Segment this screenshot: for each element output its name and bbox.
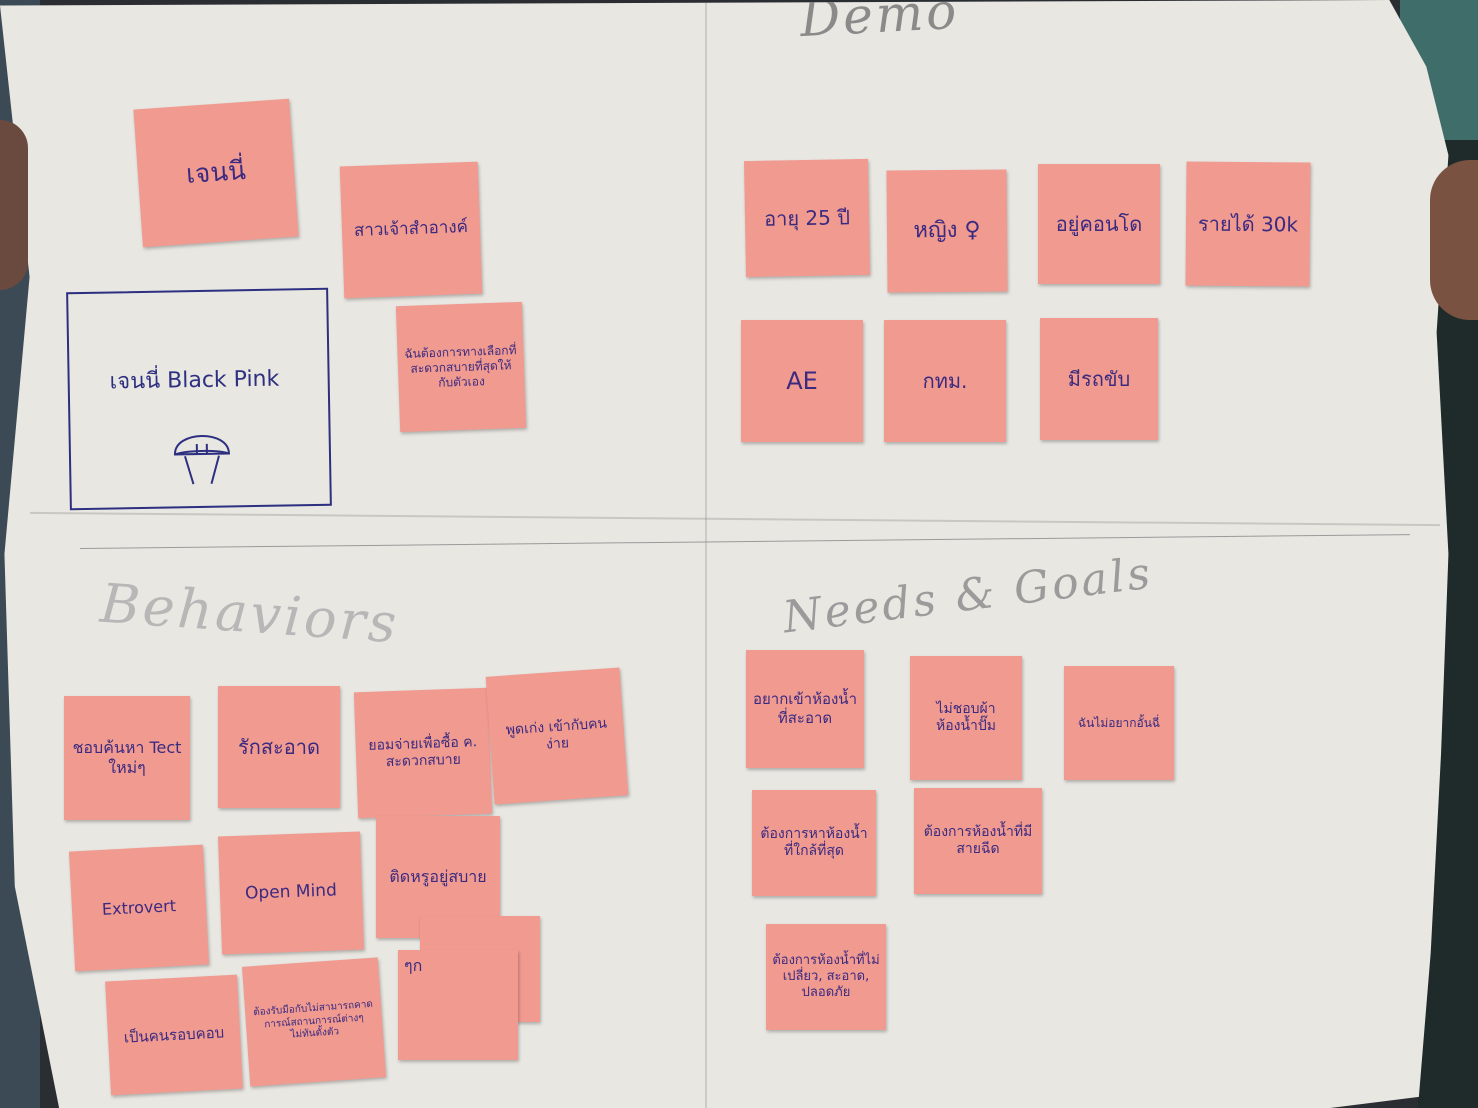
note-text: ฉันไม่อยากอั้นฉี่ bbox=[1077, 715, 1161, 730]
note-text: ฉันต้องการทางเลือกที่สะดวกสบายที่สุดให้ก… bbox=[404, 342, 517, 390]
hand-left bbox=[0, 120, 28, 290]
note-text: พูดเก่ง เข้ากับคนง่าย bbox=[505, 715, 608, 753]
sticky-note-behavior: Extrovert bbox=[68, 844, 210, 972]
paper-crease-horizontal bbox=[30, 511, 1440, 527]
sticky-note-behavior: Open Mind bbox=[217, 831, 365, 955]
note-text: ติดหรูอยู่สบาย bbox=[389, 867, 487, 886]
sticky-note-demo: หญิง ♀ bbox=[886, 169, 1008, 293]
sticky-note-behavior: รักสะอาด bbox=[218, 686, 340, 808]
sticky-note-behavior: เป็นคนรอบคอบ bbox=[105, 974, 243, 1096]
note-text: ยอมจ่ายเพื่อซื้อ ค. สะดวกสบาย bbox=[368, 733, 478, 771]
heading-demo: Demo bbox=[798, 0, 961, 49]
note-text: สาวเจ้าสำอางค์ bbox=[353, 217, 469, 242]
note-text: รักสะอาด bbox=[237, 734, 321, 759]
hand-right bbox=[1430, 160, 1478, 320]
note-text: มีรถขับ bbox=[1067, 366, 1131, 391]
paper-crease-vertical bbox=[705, 0, 707, 1108]
note-text: Extrovert bbox=[101, 896, 177, 919]
sticky-note-persona-name: เจนนี่ bbox=[133, 98, 299, 248]
heading-needs-goals: Needs & Goals bbox=[780, 547, 1156, 644]
note-text: อยู่คอนโด bbox=[1055, 211, 1143, 236]
sticky-note-behavior: พูดเก่ง เข้ากับคนง่าย bbox=[485, 667, 629, 805]
note-text: Open Mind bbox=[244, 880, 338, 904]
sticky-note-demo: มีรถขับ bbox=[1040, 318, 1158, 440]
sticky-note-behavior: ชอบค้นหา Tect ใหม่ๆ bbox=[64, 696, 190, 820]
note-text: อายุ 25 ปี bbox=[763, 204, 851, 231]
sticky-note-behavior: ๆก bbox=[398, 950, 518, 1060]
sticky-note-persona-quote: ฉันต้องการทางเลือกที่สะดวกสบายที่สุดให้ก… bbox=[395, 301, 527, 433]
sticky-note-demo: กทม. bbox=[884, 320, 1006, 442]
note-text: ชอบค้นหา Tect ใหม่ๆ bbox=[72, 738, 182, 777]
sticky-note-need: ต้องการห้องน้ำที่ไม่เปลี่ยว, สะอาด, ปลอด… bbox=[766, 924, 886, 1030]
sticky-note-demo: รายได้ 30k bbox=[1185, 161, 1311, 287]
note-text: ต้องการห้องน้ำที่มีสายฉีด bbox=[923, 823, 1033, 858]
sticky-note-behavior: ยอมจ่ายเพื่อซื้อ ค. สะดวกสบาย bbox=[353, 687, 493, 819]
note-text: ต้องการหาห้องน้ำที่ใกล้ที่สุด bbox=[760, 825, 868, 860]
note-text: เป็นคนรอบคอบ bbox=[123, 1023, 225, 1047]
sketch-label: เจนนี่ Black Pink bbox=[109, 366, 280, 395]
sticky-note-demo: AE bbox=[741, 320, 863, 442]
sticky-note-demo: อายุ 25 ปี bbox=[743, 158, 871, 278]
heading-behaviors: Behaviors bbox=[98, 571, 402, 656]
sticky-note-persona-tagline: สาวเจ้าสำอางค์ bbox=[339, 161, 483, 299]
note-text: ไม่ชอบผ้าห้องน้ำปั๊ม bbox=[935, 700, 997, 735]
note-text: รายได้ 30k bbox=[1197, 211, 1299, 236]
note-text: กทม. bbox=[922, 368, 968, 393]
note-text: ต้องรับมือกับไม่สามารถคาดการณ์สถานการณ์ต… bbox=[252, 999, 374, 1041]
note-text: หญิง ♀ bbox=[913, 217, 981, 244]
note-text: อยากเข้าห้องน้ำที่สะอาด bbox=[752, 690, 857, 727]
note-text: ๆก bbox=[404, 956, 423, 975]
sticky-note-need: อยากเข้าห้องน้ำที่สะอาด bbox=[746, 650, 864, 768]
note-text: เจนนี่ bbox=[185, 155, 247, 190]
pencil-divider-line bbox=[79, 534, 1410, 549]
sticky-note-need: ต้องการห้องน้ำที่มีสายฉีด bbox=[914, 788, 1042, 894]
sticky-note-demo: อยู่คอนโด bbox=[1038, 164, 1160, 284]
sticky-note-need: ต้องการหาห้องน้ำที่ใกล้ที่สุด bbox=[752, 790, 876, 896]
note-text: AE bbox=[786, 367, 818, 395]
sticky-note-need: ฉันไม่อยากอั้นฉี่ bbox=[1064, 666, 1174, 780]
sticky-note-need: ไม่ชอบผ้าห้องน้ำปั๊ม bbox=[910, 656, 1022, 780]
sticky-note-behavior: ต้องรับมือกับไม่สามารถคาดการณ์สถานการณ์ต… bbox=[241, 957, 387, 1087]
persona-portrait-sketch-icon bbox=[173, 435, 230, 485]
note-text: ต้องการห้องน้ำที่ไม่เปลี่ยว, สะอาด, ปลอด… bbox=[772, 952, 880, 1001]
persona-sketch-frame: เจนนี่ Black Pink bbox=[66, 287, 332, 511]
